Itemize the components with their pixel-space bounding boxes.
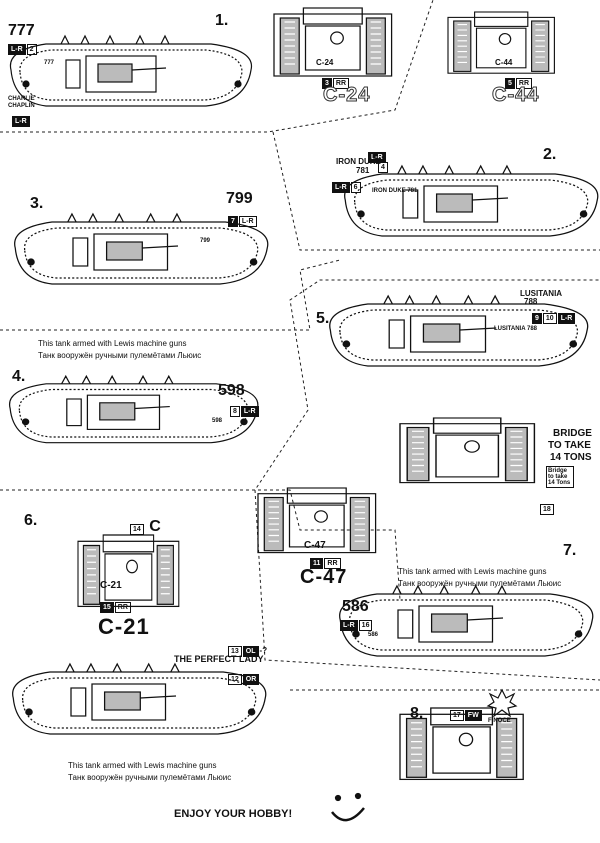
side-mark-1: L-R [12,110,31,128]
section-number-4: 4. [12,368,26,385]
footer-text: ENJOY YOUR HOBBY! [174,808,293,820]
bridge-text-2: TO TAKE [548,440,591,451]
marks-2: 4 [378,156,389,174]
lewis-note-7-en: This tank armed with Lewis machine guns [398,567,547,576]
front-big-c21: C-21 [98,614,150,639]
bridge-text-3: 14 TONS [550,452,592,463]
front-big-c44: C-44 [491,84,540,107]
lady-name: THE PERFECT LADY [174,654,264,664]
section-number-1: 1. [215,12,229,29]
hull-text-5: LUSITANIA 788 [494,326,538,332]
lewis-note-4-en: This tank armed with Lewis machine guns [38,339,187,348]
side-name-1: CHARLIE CHAPLIN [8,96,35,109]
lewis-note-bottom-ru: Танк вооружён ручными пулемётами Льюис [68,773,232,782]
bridge-plate: Bridge to take 14 Tons [546,466,574,488]
section-number-7: 7. [563,542,577,559]
front-plate-c21: C-21 [100,580,122,591]
tank-number-788: 788 [524,297,538,306]
leaf-logo-text: FINOCE [488,718,511,724]
front-plate-c24: C-24 [316,58,334,67]
hull-text-3: 799 [200,238,211,244]
tank-number-799: 799 [226,190,253,207]
bridge-text-1: BRIDGE [553,428,592,439]
tank-number-781: 781 [356,166,370,175]
front-plate-c47: C-47 [304,540,326,551]
tank-number-598: 598 [218,382,245,399]
hull-text-4: 598 [212,418,223,424]
section-number-6: 6. [24,512,38,529]
front-plate-c44: C-44 [495,58,513,67]
front-big-c24: C-24 [322,84,371,107]
lewis-note-7-ru: Танк вооружён ручными пулемётами Льюис [398,579,562,588]
section-number-3: 3. [30,195,44,212]
lewis-note-bottom-en: This tank armed with Lewis machine guns [68,761,217,770]
smiley-icon [331,792,365,822]
tank-number-586: 586 [342,598,369,615]
lusitania-name: LUSITANIA [520,289,563,298]
tank-number-777: 777 [8,22,35,39]
marks-top-2: L-R [368,146,387,164]
section-number-8: 8. [410,705,424,722]
leaf-logo [486,688,518,718]
lewis-note-4-ru: Танк вооружён ручными пулемётами Льюис [38,351,202,360]
hull-text-2: IRON DUKE 781 [372,188,418,194]
front-big-c47: C-47 [300,566,348,588]
bridge-mark: 18 [540,498,555,516]
hull-text-1: 777 [44,60,55,66]
iron-duke-name: IRON DUKE [336,157,381,166]
top-marks-6: 14 C [130,518,161,536]
hull-text-7: 586 [368,632,379,638]
section-number-2: 2. [543,146,557,163]
section-number-5: 5. [316,310,330,327]
